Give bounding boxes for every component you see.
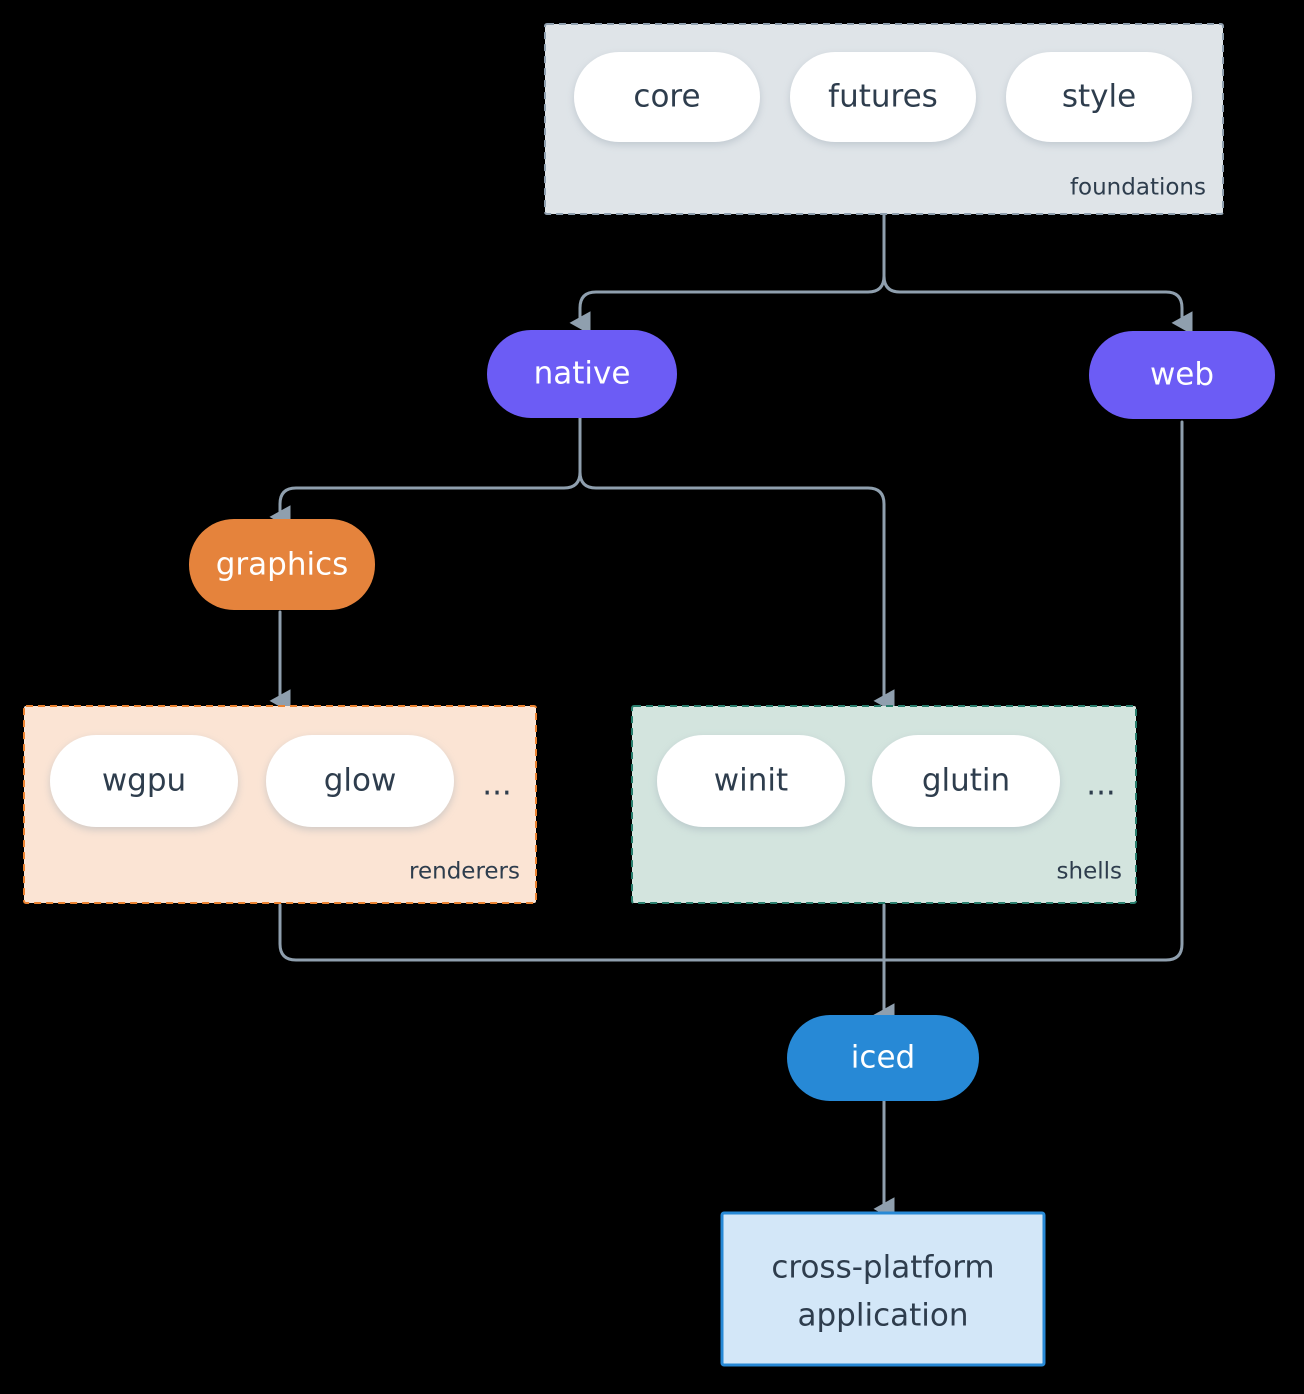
node-native-shape: [487, 330, 677, 418]
pill-style-label: style: [1062, 79, 1136, 115]
node-graphics-shape: [189, 519, 375, 610]
edge-native-to-graphics: [269, 470, 582, 529]
pill-futures-shape: [790, 52, 976, 142]
edge-renderers-to-iced: [278, 903, 886, 962]
pill-glutin-shape: [872, 735, 1060, 827]
edge-layer: [269, 212, 1193, 1221]
pill-glow[interactable]: glow: [266, 735, 454, 827]
edge-foundations-to-native: [569, 274, 886, 335]
pill-wgpu[interactable]: wgpu: [50, 735, 238, 827]
pill-futures[interactable]: futures: [790, 52, 976, 142]
group-foundations: core futures style foundations: [544, 23, 1224, 215]
shells-ellipsis: ...: [1086, 767, 1116, 803]
pill-glutin[interactable]: glutin: [872, 735, 1060, 827]
pill-futures-label: futures: [828, 79, 938, 115]
pill-winit-shape: [657, 735, 845, 827]
renderers-group-label: renderers: [409, 859, 520, 885]
application-label-line1: cross-platform: [771, 1250, 994, 1286]
edge-foundations-to-web: [882, 274, 1193, 335]
node-web-label: web: [1150, 357, 1214, 393]
group-shells: winit glutin ... shells: [631, 705, 1137, 904]
pill-winit-label: winit: [714, 763, 788, 799]
pill-glutin-label: glutin: [922, 763, 1010, 799]
shells-group-label: shells: [1057, 859, 1122, 885]
node-application[interactable]: cross-platform application: [720, 1211, 1046, 1367]
node-iced[interactable]: iced: [787, 1015, 979, 1101]
pill-style[interactable]: style: [1006, 52, 1192, 142]
node-graphics[interactable]: graphics: [189, 519, 375, 610]
node-graphics-label: graphics: [216, 547, 349, 583]
edge-web-to-iced: [882, 420, 1184, 962]
pill-wgpu-shape: [50, 735, 238, 827]
pill-winit[interactable]: winit: [657, 735, 845, 827]
foundations-group-label: foundations: [1070, 175, 1206, 201]
node-web-shape: [1089, 331, 1275, 419]
edge-native-to-shells: [578, 470, 895, 713]
pill-style-shape: [1006, 52, 1192, 142]
node-native-label: native: [534, 356, 631, 392]
application-box: [720, 1211, 1046, 1367]
pill-wgpu-label: wgpu: [102, 763, 186, 799]
pill-core-label: core: [633, 79, 700, 115]
renderers-ellipsis: ...: [482, 767, 512, 803]
pill-core[interactable]: core: [574, 52, 760, 142]
pill-glow-label: glow: [324, 763, 397, 799]
pill-core-shape: [574, 52, 760, 142]
node-web[interactable]: web: [1089, 331, 1275, 419]
pill-glow-shape: [266, 735, 454, 827]
node-iced-shape: [787, 1015, 979, 1101]
node-native[interactable]: native: [487, 330, 677, 418]
node-iced-label: iced: [851, 1040, 915, 1076]
application-label-line2: application: [798, 1298, 969, 1334]
group-renderers: wgpu glow ... renderers: [23, 705, 537, 904]
